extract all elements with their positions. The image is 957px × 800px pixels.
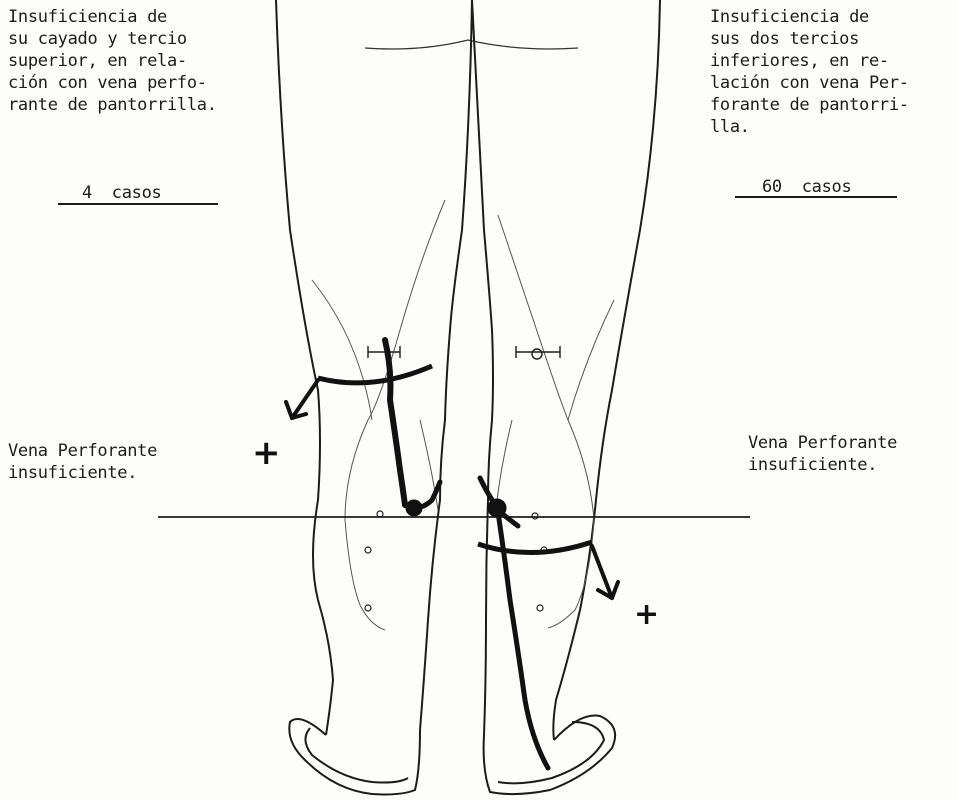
- right-down-arrow: [592, 546, 618, 598]
- left-plus-marker: +: [252, 433, 281, 473]
- left-down-arrow: [286, 380, 318, 418]
- muscle-contours: [312, 200, 614, 630]
- right-leg: [472, 0, 660, 794]
- right-calf-band: [478, 542, 592, 553]
- left-thigh-band: [318, 366, 432, 383]
- right-plus-marker: +: [634, 597, 659, 632]
- knee-markers: [368, 346, 560, 359]
- right-insufficient-vein: [480, 478, 548, 768]
